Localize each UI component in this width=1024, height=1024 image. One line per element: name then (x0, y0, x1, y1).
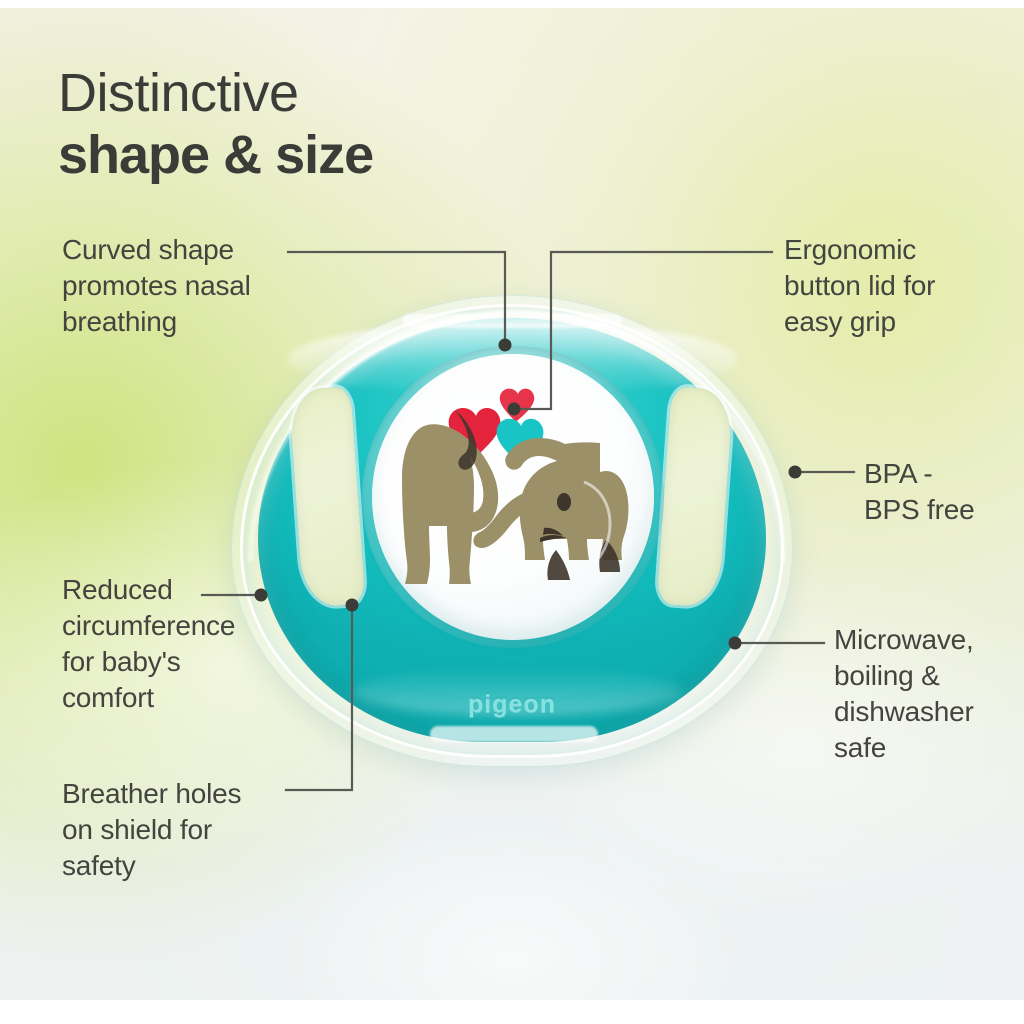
elephant-large-left-shape (402, 410, 499, 584)
page-title: Distinctive shape & size (58, 62, 374, 186)
callout-bpa-bps-free: BPA - BPS free (864, 458, 975, 525)
heart-large-red-icon (448, 408, 501, 459)
callout-ergonomic-lid: Ergonomic button lid for easy grip (784, 234, 936, 337)
shield-bottom-gloss (352, 668, 682, 716)
callout-breather-holes: Breather holes on shield for safety (62, 778, 242, 881)
button-lid (372, 354, 654, 640)
headline-line-1: Distinctive (58, 63, 299, 123)
elephant-artwork (402, 388, 629, 584)
headline-line-2: shape & size (58, 125, 374, 185)
shield-tab-top (402, 314, 622, 328)
elephant-small-right-shape (473, 438, 629, 580)
brand-logo-text: pigeon (468, 690, 556, 718)
shield-tab-bottom (430, 726, 598, 742)
heart-small-red-icon (499, 388, 535, 422)
callout-microwave-safe: Microwave, boiling & dishwasher safe (834, 624, 974, 763)
callout-reduced-circumference: Reduced circumference for baby's comfort (62, 574, 236, 713)
callout-curved-shape: Curved shape promotes nasal breathing (62, 234, 251, 337)
